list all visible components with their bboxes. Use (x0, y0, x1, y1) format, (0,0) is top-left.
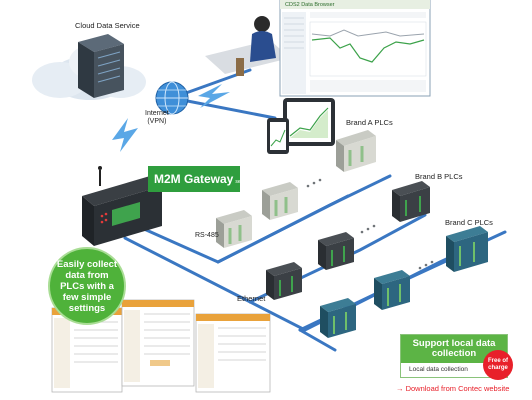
dots-b (360, 224, 376, 234)
easy-collect-callout: Easily collect data from PLCs with a few… (48, 247, 126, 325)
brand-a-plc-2 (262, 182, 298, 220)
support-local-box: Support local data collection Local data… (400, 334, 508, 378)
ethernet-label: Ethernet (237, 294, 266, 303)
brand-b-plc-2 (318, 232, 354, 270)
brand-b-plc-1 (266, 262, 302, 300)
brand-a-label: Brand A PLCs (346, 118, 393, 127)
settings-screen-2 (121, 299, 195, 387)
brand-c-plc-3 (446, 226, 488, 272)
wireless-icon (112, 84, 230, 152)
m2m-gateway-series: series (235, 179, 249, 185)
free-of-charge-badge: Free of charge (483, 350, 513, 380)
m2m-gateway-title-text: M2M Gateway (154, 172, 234, 186)
brand-a-plc-3 (336, 130, 376, 172)
brand-a-plc-1 (216, 210, 252, 248)
globe-icon (155, 81, 189, 115)
internet-label-line1: Internet (145, 110, 169, 117)
line-brand-a (216, 174, 392, 264)
brand-b-plc-3 (392, 181, 430, 222)
tablet-icon (283, 98, 335, 146)
dots-c (418, 260, 434, 270)
line-ethernet-branch (298, 328, 337, 352)
browser-title: CDS2 Data Browser (285, 2, 335, 8)
internet-label: Internet (VPN) (145, 110, 169, 126)
cloud-label: Cloud Data Service (75, 21, 140, 30)
trend-line-green (311, 37, 425, 63)
brand-b-label: Brand B PLCs (415, 172, 463, 181)
trend-line-gray (311, 29, 425, 37)
brand-c-plc-1 (320, 298, 356, 338)
dots-a (306, 178, 322, 188)
support-subtitle: Local data collection (409, 366, 468, 373)
settings-screen-3 (195, 313, 271, 393)
download-link[interactable]: → Download from Contec website (396, 384, 510, 393)
data-browser-window (279, 0, 431, 97)
rs485-label: RS-485 (195, 232, 219, 239)
brand-c-label: Brand C PLCs (445, 218, 493, 227)
line-internet-tablets (170, 96, 277, 120)
brand-c-plc-2 (374, 270, 410, 310)
operator-icon (205, 16, 290, 76)
internet-label-line2: (VPN) (147, 118, 167, 125)
phone-icon (267, 118, 289, 154)
server-icon (78, 34, 124, 98)
m2m-gateway-device (82, 166, 162, 246)
